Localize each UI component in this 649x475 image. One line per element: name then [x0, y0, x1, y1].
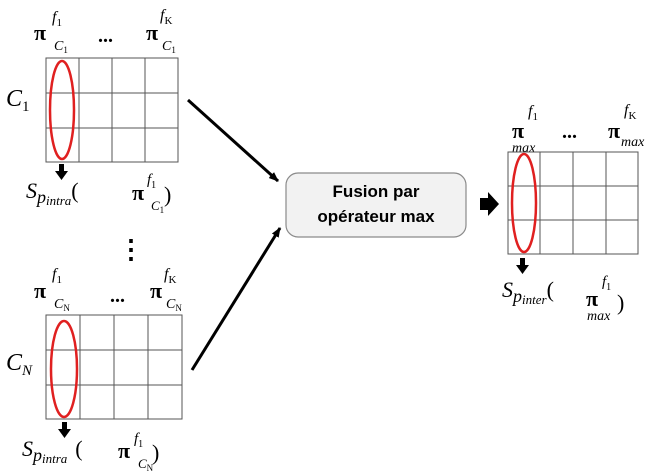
grid-cn [45, 314, 183, 420]
pi-c1-fk: π [146, 20, 158, 45]
score-intra-c1-pi: π [132, 180, 144, 205]
vertical-dots: ⋮ [118, 235, 144, 264]
down-arrow-cn-icon [58, 422, 71, 438]
highlight-ellipse-cn [49, 319, 79, 419]
score-intra-cn-pi-sup: f1 [134, 431, 143, 450]
pi-c1-fk-sub: C1 [162, 39, 176, 55]
pi-cn-f1-sub: CN [54, 297, 70, 313]
matrix-cn: π f1 CN ... π fK CN CN [6, 266, 183, 473]
pi-max-fk: π [608, 118, 620, 143]
label-cn: CN [6, 350, 33, 379]
grid-c1 [45, 57, 179, 163]
score-intra-cn: Spintra( [22, 436, 83, 466]
score-inter-max-close: ) [617, 290, 624, 315]
pi-c1-f1-sup: f1 [52, 9, 62, 29]
score-inter-max-pi: π [586, 286, 598, 311]
highlight-ellipse-c1 [48, 59, 76, 161]
arrow-cn-to-fusion [190, 227, 282, 371]
pi-max-f1-sup: f1 [528, 103, 538, 123]
score-intra-cn-pi-sub: CN [138, 456, 154, 473]
grid-max [507, 151, 639, 255]
score-inter-max-pi-sup: f1 [602, 274, 611, 293]
score-intra-c1-close: ) [164, 182, 171, 207]
block-arrow-right-icon [480, 192, 499, 216]
matrix-max: π f1 max ... π fK max Spinter( [502, 102, 645, 324]
score-inter-max-pi-sub: max [587, 309, 611, 324]
score-intra-c1: Spintra( [26, 178, 79, 208]
score-intra-c1-pi-sub: C1 [151, 198, 164, 215]
pi-cn-fk-sub: CN [166, 297, 182, 313]
pi-max-fk-sub: max [621, 135, 645, 150]
score-intra-cn-close: ) [152, 440, 159, 465]
down-arrow-c1-icon [55, 164, 68, 180]
pi-cn-f1: π [34, 278, 46, 303]
max-col-dots: ... [562, 121, 577, 143]
highlight-ellipse-max [510, 152, 538, 254]
fusion-box-line2: opérateur max [317, 207, 435, 226]
pi-c1-f1: π [34, 20, 46, 45]
fusion-box: Fusion par opérateur max [285, 172, 467, 238]
label-c1: C1 [6, 86, 30, 115]
fusion-box-line1: Fusion par [333, 182, 420, 201]
score-intra-c1-pi-sup: f1 [147, 172, 156, 191]
matrix-c1: π f1 C1 ... π fK C1 C1 [6, 7, 179, 215]
pi-c1-fk-sup: fK [160, 7, 172, 27]
pi-cn-f1-sup: f1 [52, 266, 62, 286]
pi-cn-fk-sup: fK [164, 266, 176, 286]
arrow-c1-to-fusion [186, 98, 280, 183]
pi-max-f1: π [512, 118, 524, 143]
pi-max-fk-sup: fK [624, 102, 636, 122]
pi-cn-fk: π [150, 278, 162, 303]
down-arrow-max-icon [516, 258, 529, 274]
pi-c1-f1-sub: C1 [54, 39, 68, 55]
score-inter-max: Spinter( [502, 277, 554, 307]
c1-col-dots: ... [98, 25, 113, 47]
score-intra-cn-pi: π [118, 438, 130, 463]
cn-col-dots: ... [110, 285, 125, 307]
